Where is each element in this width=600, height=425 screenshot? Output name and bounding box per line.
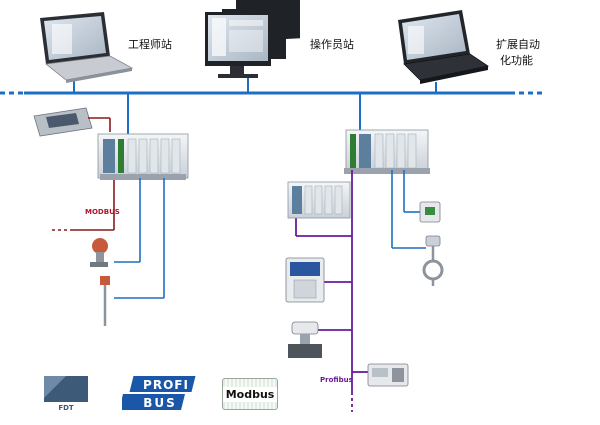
modbus-logo: Modbus: [222, 378, 278, 410]
remote-io-station-icon: [287, 181, 351, 219]
right-io-rack-icon: [344, 129, 430, 174]
profibus-logo-line1: PROFI: [143, 378, 189, 392]
engineer-station-label: 工程师站: [128, 38, 172, 51]
fdt-logo: FDT: [44, 376, 88, 412]
operator-station-label: 操作员站: [310, 38, 354, 51]
modbus-logo-text: Modbus: [222, 386, 278, 402]
engineer-station-laptop-icon: [40, 12, 134, 83]
extended-automation-label-line1: 扩展自动: [496, 38, 540, 51]
differential-pressure-transmitter-icon: [288, 321, 322, 358]
operator-station-monitors-icon: [205, 0, 300, 78]
extended-automation-laptop-icon: [398, 10, 490, 84]
left-field-wiring: [114, 178, 165, 299]
modbus-link-label: MODBUS: [85, 208, 120, 216]
hmi-panel-icon: [33, 107, 93, 137]
profibus-trunk: [295, 170, 368, 412]
level-probe-icon: [100, 276, 110, 326]
transmitter-display-icon: [419, 201, 441, 223]
extended-automation-label-line2: 化功能: [500, 54, 533, 67]
modbus-link: [52, 117, 115, 231]
profibus-link-label: Profibus: [320, 376, 353, 384]
profibus-logo: PROFI BUS: [122, 376, 196, 410]
profibus-logo-line2: BUS: [143, 396, 177, 410]
pressure-transmitter-icon: [90, 238, 108, 267]
ethernet-bus: [0, 70, 545, 138]
motor-starter-icon: [285, 257, 325, 303]
fdt-logo-text: FDT: [58, 404, 74, 412]
left-io-rack-icon: [97, 133, 189, 180]
flow-meter-icon: [422, 235, 444, 286]
right-field-wiring: [391, 170, 426, 249]
valve-positioner-icon: [367, 363, 409, 387]
